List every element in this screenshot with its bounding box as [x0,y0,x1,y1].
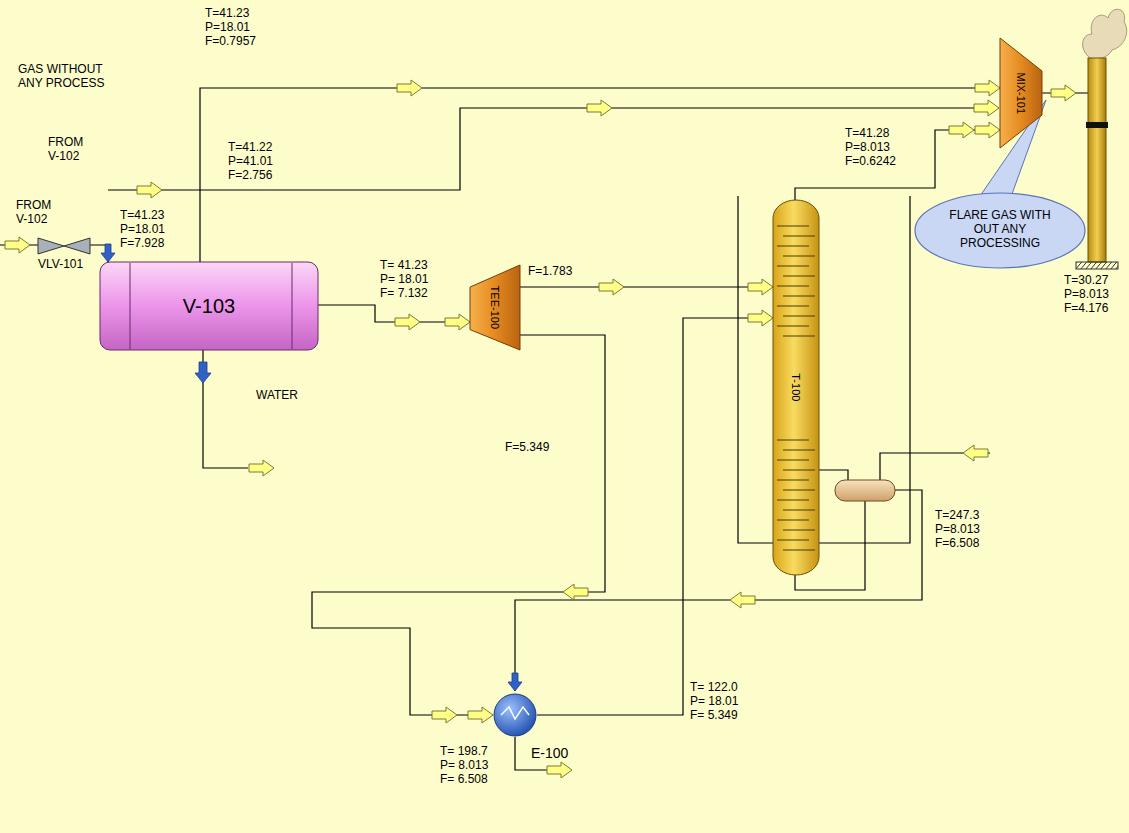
stream-line [795,130,1000,200]
stream-line [312,335,605,715]
tee-splitter: TEE-100 [470,265,520,350]
stream-label: T= 198.7 P= 8.013 F= 6.508 [440,744,500,786]
distillation-column: T-100 [773,200,819,575]
stream-label: T= 41.23 P= 18.01 F= 7.132 [380,258,440,300]
stream-label: F=1.783 [528,264,572,278]
stream-label: T=30.27 P=8.013 F=4.176 [1062,272,1111,316]
stream-label: T=41.23 P=18.01 F=0.7957 [205,6,256,48]
bottoms-line [515,490,922,691]
stream-label: F=5.349 [505,440,549,454]
node-label: FLARE GAS WITH OUT ANY PROCESSING [944,209,1056,250]
heat-exchanger: E-100 [493,693,537,737]
node-label: V-103 [183,295,235,318]
stream-label: WATER [256,388,298,402]
stream-line [200,88,1000,262]
shape-outline [494,694,536,736]
stream-line [90,245,108,262]
shape-outline [1000,38,1042,148]
node-label: VLV-101 [38,258,83,272]
column-frame [738,196,910,543]
stream-label: T=41.22 P=41.01 F=2.756 [228,140,273,182]
node-label: MIX-101 [1015,72,1028,114]
stream-label: T=247.3 P=8.013 F=6.508 [935,508,980,550]
stream-label: T=41.23 P=18.01 F=7.928 [120,208,165,250]
shape-outline [915,193,1085,268]
reboiler-vapour-line [819,470,848,480]
water-line [203,350,248,468]
shape-outline [470,265,520,350]
shape-outline [100,262,318,350]
valve-symbol: VLV-101 [38,238,90,254]
shape-outline [38,238,90,254]
stream-label: FROM V-102 [48,135,83,163]
callout-bubble: FLARE GAS WITH OUT ANY PROCESSING [915,193,1085,268]
stream-label: FROM V-102 [16,198,62,226]
node-label: TEE-100 [489,286,502,329]
stream-arrows [5,80,1076,778]
node-label: E-100 [531,745,568,761]
reboiler [835,480,895,501]
stream-line [520,286,773,287]
stream-line [318,305,470,322]
stream-label: T=41.28 P=8.013 F=0.6242 [845,126,896,168]
mixer: MIX-101 [1000,38,1042,148]
stream-label: GAS WITHOUT ANY PROCESS [18,62,112,90]
bypass-gas-line [108,108,999,190]
stream-label: T= 122.0 P= 18.01 F= 5.349 [690,680,750,722]
separator-vessel: V-103 [100,262,318,350]
node-label: T-100 [790,373,803,401]
shape-outline [773,200,819,575]
